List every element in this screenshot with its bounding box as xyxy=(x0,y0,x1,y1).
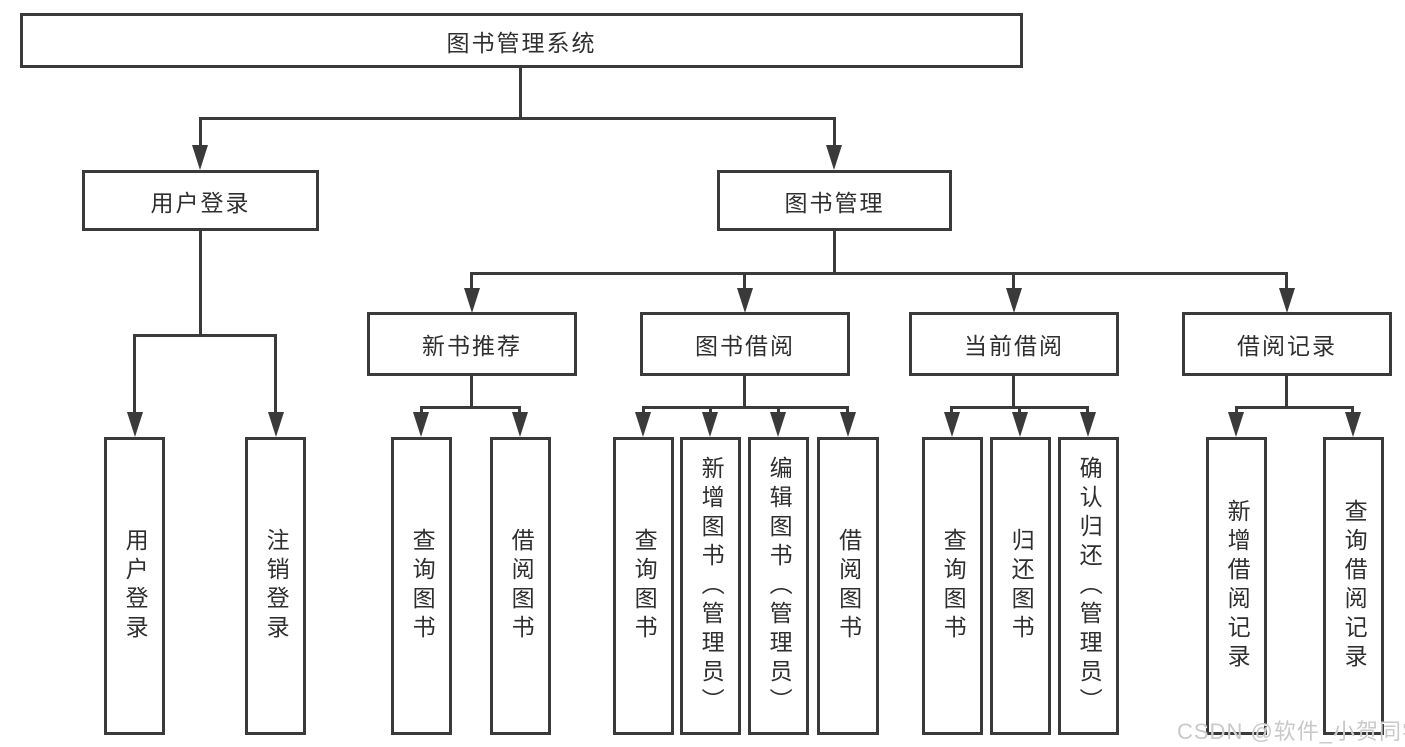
connector-line xyxy=(642,406,645,416)
connector-line xyxy=(420,406,521,409)
connector-line xyxy=(1235,406,1354,409)
node-query-books-recommend: 查询图书 xyxy=(391,437,452,735)
arrow-down-icon xyxy=(826,145,842,170)
node-query-borrow-record-label: 查询借阅记录 xyxy=(1341,499,1368,673)
node-logout-label: 注销登录 xyxy=(263,528,290,644)
arrow-down-icon xyxy=(737,288,753,313)
connector-line xyxy=(1285,272,1288,292)
node-root-label: 图书管理系统 xyxy=(446,29,597,56)
connector-line xyxy=(1086,406,1089,416)
node-return-book-label: 归还图书 xyxy=(1008,528,1035,644)
node-query-books-borrowing: 查询图书 xyxy=(613,437,674,735)
node-logout: 注销登录 xyxy=(245,437,306,735)
arrow-down-icon xyxy=(512,412,528,437)
node-root: 图书管理系统 xyxy=(20,13,1023,68)
connector-line xyxy=(470,272,1287,275)
arrow-down-icon xyxy=(1228,412,1244,437)
node-book-borrowing: 图书借阅 xyxy=(640,312,850,376)
connector-line xyxy=(1012,272,1015,292)
connector-line xyxy=(518,406,521,416)
node-add-book-admin-label: 新增图书（管理员） xyxy=(698,455,725,717)
csdn-watermark: CSDN @软件_小贺同学 xyxy=(1177,719,1405,744)
node-borrow-books-recommend-label: 借阅图书 xyxy=(508,528,535,644)
arrow-down-icon xyxy=(1012,412,1028,437)
node-query-books-borrowing-label: 查询图书 xyxy=(631,528,658,644)
arrow-down-icon xyxy=(127,412,143,437)
connector-line xyxy=(470,272,473,292)
node-current-borrowing: 当前借阅 xyxy=(909,312,1119,376)
arrow-down-icon xyxy=(268,412,284,437)
node-book-borrowing-label: 图书借阅 xyxy=(695,333,795,359)
node-book-management: 图书管理 xyxy=(717,170,952,231)
arrow-down-icon xyxy=(1006,288,1022,313)
node-confirm-return-admin: 确认归还（管理员） xyxy=(1058,437,1119,735)
node-borrow-books-borrowing-label: 借阅图书 xyxy=(835,528,862,644)
node-book-management-label: 图书管理 xyxy=(784,189,885,216)
node-user-login-label: 用户登录 xyxy=(150,189,251,216)
connector-line xyxy=(199,117,836,120)
connector-line xyxy=(1012,376,1015,409)
node-query-books-recommend-label: 查询图书 xyxy=(409,528,436,644)
connector-line xyxy=(199,117,202,148)
node-user-login-leaf: 用户登录 xyxy=(104,437,165,735)
node-confirm-return-admin-label: 确认归还（管理员） xyxy=(1076,455,1103,717)
node-user-login: 用户登录 xyxy=(82,170,319,231)
connector-line xyxy=(1351,406,1354,416)
connector-line xyxy=(1285,376,1288,409)
connector-line xyxy=(846,406,849,416)
connector-line xyxy=(519,68,522,119)
node-add-book-admin: 新增图书（管理员） xyxy=(680,437,741,735)
arrow-down-icon xyxy=(1279,288,1295,313)
connector-line xyxy=(133,334,277,337)
arrow-down-icon xyxy=(413,412,429,437)
connector-line xyxy=(743,376,746,409)
connector-line xyxy=(420,406,423,416)
node-new-book-recommend: 新书推荐 xyxy=(367,312,577,376)
node-borrowing-records-label: 借阅记录 xyxy=(1237,333,1337,359)
connector-line xyxy=(950,406,953,416)
arrow-down-icon xyxy=(1345,412,1361,437)
connector-line xyxy=(470,376,473,409)
node-edit-book-admin-label: 编辑图书（管理员） xyxy=(766,455,793,717)
arrow-down-icon xyxy=(635,412,651,437)
arrow-down-icon xyxy=(770,412,786,437)
connector-line xyxy=(833,231,836,275)
node-user-login-leaf-label: 用户登录 xyxy=(122,528,149,644)
arrow-down-icon xyxy=(840,412,856,437)
connector-line xyxy=(642,406,849,409)
connector-line xyxy=(709,406,712,416)
connector-line xyxy=(274,334,277,416)
connector-line xyxy=(743,272,746,292)
connector-line xyxy=(199,231,202,336)
node-current-borrowing-label: 当前借阅 xyxy=(964,333,1064,359)
node-edit-book-admin: 编辑图书（管理员） xyxy=(748,437,809,735)
arrow-down-icon xyxy=(702,412,718,437)
node-query-books-current: 查询图书 xyxy=(922,437,983,735)
node-add-borrow-record: 新增借阅记录 xyxy=(1206,437,1267,735)
node-new-book-recommend-label: 新书推荐 xyxy=(422,333,522,359)
node-add-borrow-record-label: 新增借阅记录 xyxy=(1224,499,1251,673)
arrow-down-icon xyxy=(1080,412,1096,437)
node-borrow-books-borrowing: 借阅图书 xyxy=(817,437,879,735)
node-return-book: 归还图书 xyxy=(990,437,1051,735)
node-borrowing-records: 借阅记录 xyxy=(1182,312,1392,376)
arrow-down-icon xyxy=(192,145,208,170)
connector-line xyxy=(133,334,136,416)
connector-line xyxy=(777,406,780,416)
arrow-down-icon xyxy=(464,288,480,313)
connector-line xyxy=(1235,406,1238,416)
node-borrow-books-recommend: 借阅图书 xyxy=(490,437,551,735)
arrow-down-icon xyxy=(944,412,960,437)
node-query-borrow-record: 查询借阅记录 xyxy=(1323,437,1384,735)
connector-line xyxy=(1018,406,1021,416)
connector-line xyxy=(833,117,836,148)
node-query-books-current-label: 查询图书 xyxy=(940,528,967,644)
